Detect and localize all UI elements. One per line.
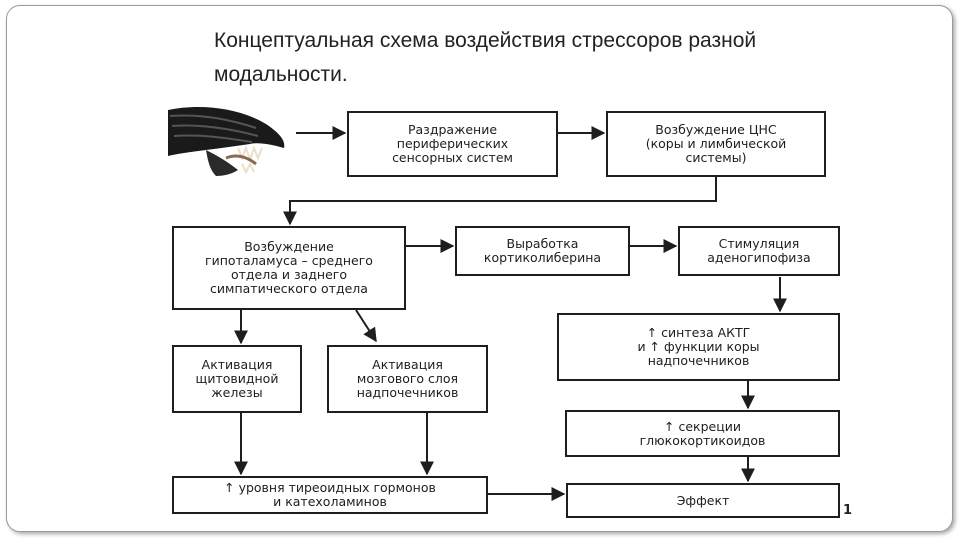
- edge-hypothalamus-to-medulla: [355, 309, 377, 343]
- node-cns: Возбуждение ЦНС (коры и лимбической сист…: [606, 111, 826, 177]
- node-acth: ↑ синтеза АКТГ и ↑ функции коры надпочеч…: [557, 313, 840, 381]
- slide-title: Концептуальная схема воздействия стрессо…: [214, 29, 757, 86]
- node-corticoliberin: Выработка кортиколиберина: [455, 226, 630, 276]
- node-hypothalamus: Возбуждение гипоталамуса – среднего отде…: [172, 226, 406, 310]
- creature-head-icon: [166, 104, 290, 184]
- node-hormones: ↑ уровня тиреоидных гормонов и катехолам…: [172, 476, 488, 514]
- node-glucocorticoids: ↑ секреции глюкокортикоидов: [565, 410, 840, 457]
- node-adenohypophysis: Стимуляция аденогипофиза: [678, 226, 840, 276]
- node-medulla: Активация мозгового слоя надпочечников: [327, 345, 488, 413]
- stray-mark: 1: [843, 503, 853, 518]
- node-irritation: Раздражение периферических сенсорных сис…: [347, 111, 558, 177]
- node-effect: Эффект: [566, 483, 840, 518]
- node-thyroid: Активация щитовидной железы: [172, 345, 302, 413]
- edge-cns-to-hypothalamus: [283, 177, 717, 226]
